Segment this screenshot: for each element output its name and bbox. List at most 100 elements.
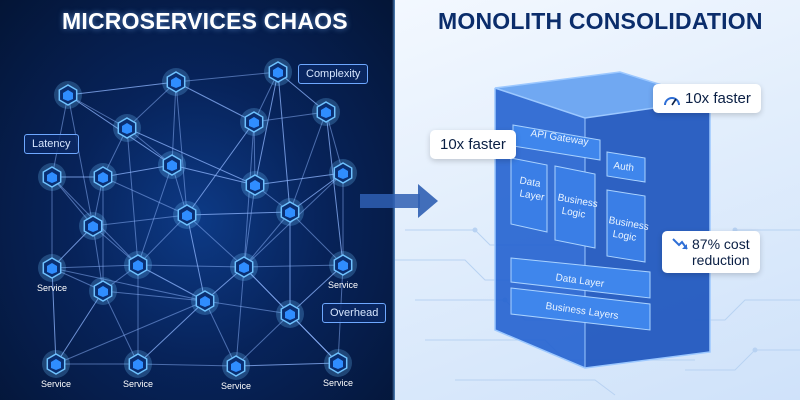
cube-node-icon	[54, 81, 82, 109]
speedometer-icon	[663, 93, 681, 106]
layer-auth	[606, 151, 646, 183]
cube-node-icon	[240, 108, 268, 136]
latency-callout: Latency	[24, 134, 79, 154]
speed-callout-left: 10x faster	[430, 130, 516, 159]
network-link	[325, 111, 344, 266]
cube-node-icon	[241, 171, 269, 199]
layer-business-layers	[510, 287, 651, 331]
network-link	[243, 211, 291, 268]
cube-node-icon	[191, 287, 219, 315]
network-link	[204, 300, 237, 367]
network-link	[137, 363, 237, 367]
network-link	[92, 225, 104, 292]
cube-node-icon	[173, 201, 201, 229]
cube-node-icon	[162, 68, 190, 96]
network-link	[254, 172, 344, 186]
trend-down-icon	[672, 236, 688, 252]
network-link	[102, 290, 139, 365]
network-link	[289, 172, 344, 213]
auth-label: Auth	[613, 160, 635, 174]
network-link	[51, 267, 206, 302]
cube-node-icon	[222, 352, 250, 380]
network-link	[325, 111, 344, 174]
overhead-callout: Overhead	[322, 303, 387, 323]
cube-node-icon	[124, 251, 152, 279]
data-layer-label-2: Layer	[519, 188, 546, 203]
service-label: Service	[323, 378, 353, 388]
network-link	[92, 214, 188, 227]
cube-node-icon	[230, 253, 258, 281]
network-link	[137, 264, 206, 302]
monolith-panel: API Gateway Auth Data Layer Business Log…	[395, 0, 800, 400]
network-link	[67, 81, 177, 96]
business-logic-label-2: Logic	[561, 206, 586, 221]
service-label: Service	[37, 283, 67, 293]
network-link	[243, 184, 256, 268]
cube-node-icon	[329, 251, 357, 279]
layer-data-bottom	[510, 257, 651, 299]
cube-node-icon	[124, 350, 152, 378]
network-link	[55, 290, 104, 365]
network-link	[171, 164, 256, 186]
cube-node-icon	[276, 198, 304, 226]
network-link	[126, 81, 177, 129]
network-link	[235, 362, 339, 367]
cube-node-icon	[89, 277, 117, 305]
service-label: Service	[41, 379, 71, 389]
network-link	[235, 266, 245, 367]
service-label: Service	[221, 381, 251, 391]
cube-node-icon	[329, 159, 357, 187]
network-link	[137, 264, 245, 268]
cube-node-icon	[42, 350, 70, 378]
network-link	[254, 71, 279, 186]
network-link	[289, 111, 327, 213]
network-link	[171, 81, 177, 166]
network-link	[186, 214, 245, 268]
monolith-cube: API Gateway Auth Data Layer Business Log…	[494, 71, 711, 369]
network-link	[243, 264, 344, 268]
cube-node-icon	[38, 254, 66, 282]
network-link	[137, 214, 188, 266]
network-link	[51, 176, 94, 227]
network-link	[51, 225, 94, 269]
service-label: Service	[328, 280, 358, 290]
monolith-graphic: API Gateway Auth Data Layer Business Log…	[395, 71, 800, 396]
network-link	[186, 214, 206, 302]
layer-business-logic	[554, 165, 596, 249]
cube-node-icon	[312, 98, 340, 126]
cube-node-icon	[79, 212, 107, 240]
cube-node-icon	[276, 300, 304, 328]
network-link	[126, 127, 256, 186]
network-link	[102, 164, 173, 178]
network-link	[55, 300, 206, 365]
data-layer-label-1: Data	[519, 175, 542, 190]
network-link	[235, 313, 291, 367]
layer-data-left	[510, 157, 548, 233]
cube-node-icon	[158, 151, 186, 179]
right-title: MONOLITH CONSOLIDATION	[438, 8, 763, 34]
network-link	[186, 211, 291, 216]
network-link	[102, 290, 206, 302]
network-link	[67, 94, 128, 129]
complexity-callout: Complexity	[298, 64, 369, 84]
left-title: MICROSERVICES CHAOS	[62, 8, 348, 34]
business-logic-right-label-2: Logic	[612, 229, 637, 244]
network-link	[102, 176, 188, 216]
cost-callout: 87% cost reduction	[662, 231, 760, 273]
network-link	[51, 264, 139, 269]
speed-callout-top: 10x faster	[653, 84, 761, 113]
network-link	[175, 71, 279, 83]
cost-line-2: reduction	[692, 252, 750, 268]
cube-node-icon	[89, 163, 117, 191]
cube-node-icon	[113, 114, 141, 142]
cube-node-icon	[324, 349, 352, 377]
network-link	[186, 121, 255, 216]
network-link	[277, 71, 327, 113]
network-link	[67, 94, 94, 227]
network-link	[289, 264, 344, 315]
network-link	[253, 111, 327, 123]
service-label: Service	[123, 379, 153, 389]
